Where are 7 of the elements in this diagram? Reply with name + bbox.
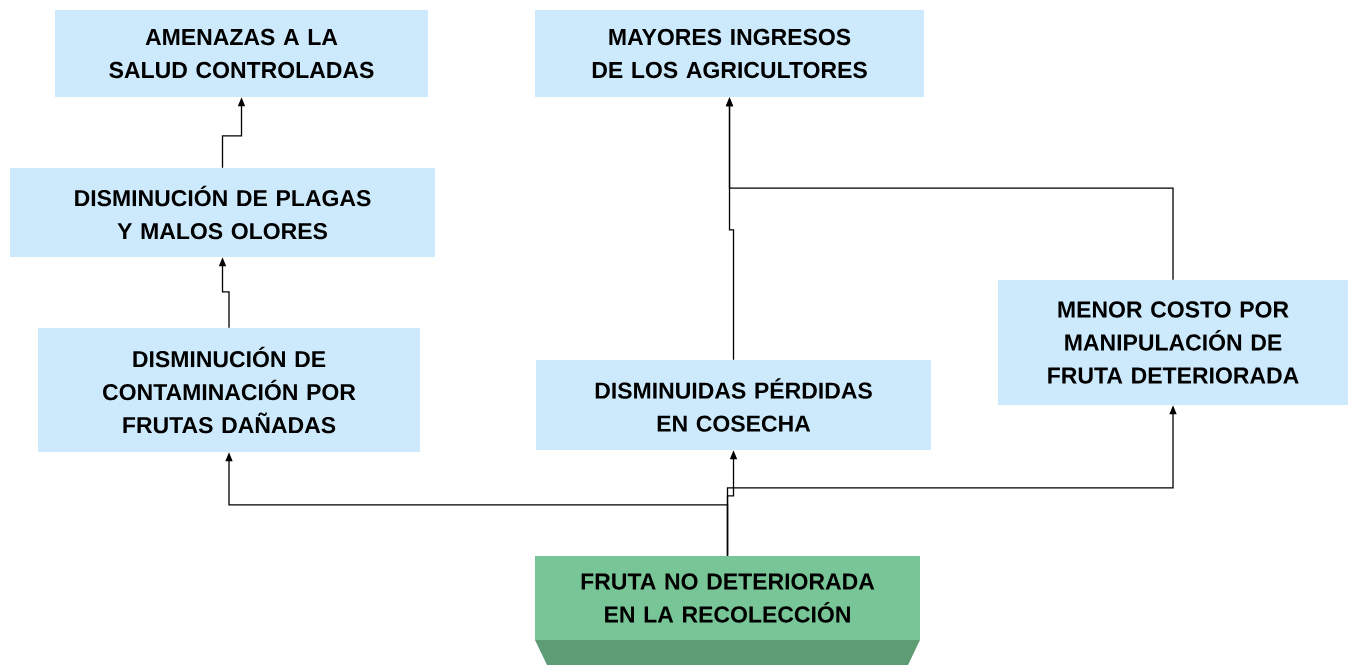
result-box: DISMINUIDAS PÉRDIDAS EN COSECHA [536, 360, 931, 450]
result-box: DISMINUCIÓN DE PLAGAS Y MALOS OLORES [10, 168, 435, 257]
result-box: DISMINUCIÓN DE CONTAMINACIÓN POR FRUTAS DAÑADAS [38, 328, 420, 452]
cause-box: FRUTA NO DETERIORADA EN LA RECOLECCIÓN [535, 556, 920, 665]
result-box: MAYORES INGRESOS DE LOS AGRICULTORES [535, 10, 924, 97]
result-box: MENOR COSTO POR MANIPULACIÓN DE FRUTA DETERIORADA [998, 280, 1348, 405]
result-box: AMENAZAS A LA SALUD CONTROLADAS [55, 10, 428, 97]
